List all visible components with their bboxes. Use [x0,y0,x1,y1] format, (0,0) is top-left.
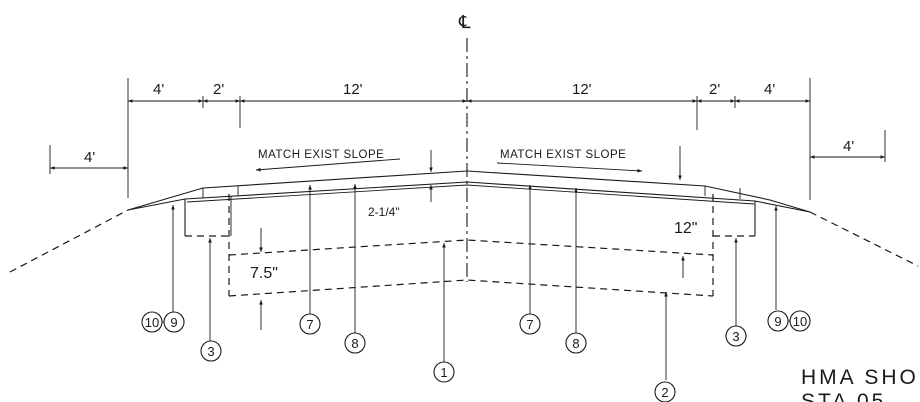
section-title-line2: STA 05 [801,390,886,402]
dim-right-lane: 12' [572,81,592,98]
svg-text:9: 9 [774,314,781,329]
dim-right-paved: 2' [709,81,720,98]
callout-left-10: 10 [141,311,163,333]
dim-left-lane: 12' [343,81,363,98]
svg-text:8: 8 [351,336,358,351]
svg-text:9: 9 [170,315,177,330]
callout-right-2: 2 [654,381,676,402]
svg-text:10: 10 [793,314,807,329]
dim-left-outer: 4' [84,149,95,166]
callout-right-8: 8 [565,332,587,354]
callout-left-3: 3 [200,340,222,362]
note-base-thickness-right: 12" [674,220,697,237]
dim-right-shoulder: 4' [764,81,775,98]
callout-center-1: 1 [433,361,455,383]
callout-right-9: 9 [767,310,789,332]
callout-right-10: 10 [789,310,811,332]
base-layers [185,194,755,297]
svg-text:7: 7 [306,317,313,332]
svg-text:8: 8 [572,336,579,351]
svg-text:7: 7 [526,317,533,332]
svg-text:10: 10 [145,315,159,330]
extension-lines [49,78,886,200]
dimension-chain [50,99,885,170]
svg-text:2: 2 [661,385,668,400]
dim-left-shoulder: 4' [153,81,164,98]
callout-left-9: 9 [163,311,185,333]
note-match-slope-left: MATCH EXIST SLOPE [258,149,384,161]
callout-left-7: 7 [299,313,321,335]
callout-right-3: 3 [725,325,747,347]
callout-leaders [171,184,778,380]
pavement-surface [127,170,811,236]
centerline-symbol: ℄ [458,12,471,32]
callout-right-7: 7 [519,313,541,335]
callout-left-8: 8 [344,332,366,354]
section-title-line1: HMA SHO [801,366,919,389]
dim-right-outer: 4' [843,138,854,155]
existing-ground [9,209,919,273]
svg-text:3: 3 [732,329,739,344]
dim-left-paved: 2' [213,81,224,98]
note-base-thickness-left: 7.5" [250,265,278,282]
note-surface-thickness: 2-1/4" [368,205,400,219]
svg-text:1: 1 [440,365,447,380]
svg-text:3: 3 [207,344,214,359]
note-match-slope-right: MATCH EXIST SLOPE [500,149,626,161]
